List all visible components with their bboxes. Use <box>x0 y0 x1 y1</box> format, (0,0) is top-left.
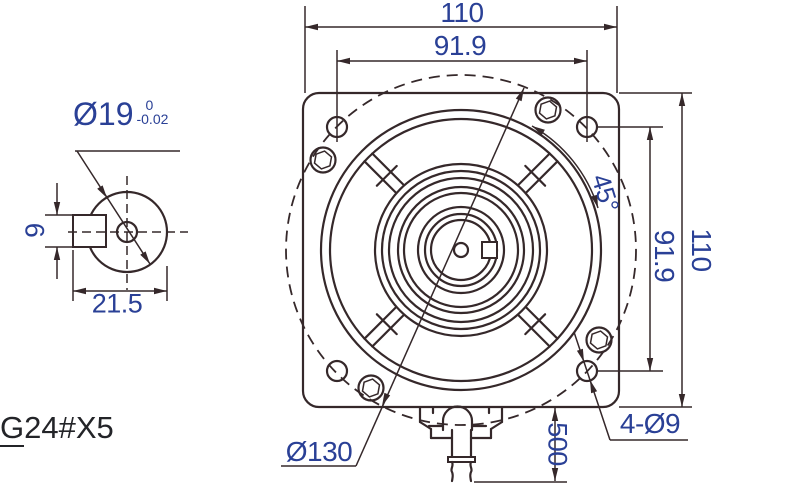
dim-flat-width: 21.5 <box>91 288 143 319</box>
dim-cable-length: 500 <box>542 422 573 466</box>
flange-outline <box>301 91 621 409</box>
bolt-circle-dashed <box>285 74 637 426</box>
dim-shaft-diameter: Ø19 0 -0.02 <box>73 98 168 130</box>
tolerance-upper: 0 <box>145 97 154 113</box>
fan-guard-spokes <box>363 152 559 348</box>
cable-gland <box>418 405 504 483</box>
part-number-prefix: G <box>0 410 25 447</box>
tolerance-lower: -0.02 <box>136 111 169 127</box>
part-number-label: G24#X5 <box>0 410 114 447</box>
dim-key-width: 6 <box>19 222 50 238</box>
dim-hole-span-right: 91.9 <box>649 229 680 283</box>
hex-screws <box>309 96 613 402</box>
dim-mount-holes: 4-Ø9 <box>619 408 681 439</box>
key-section <box>72 214 107 248</box>
dim-bolt-circle: Ø130 <box>285 436 353 467</box>
fan-cover-circles <box>319 108 603 392</box>
dim-hole-span-top: 91.9 <box>433 30 487 61</box>
keyway-slot <box>481 241 498 259</box>
shaft-diameter-tolerance: 0 -0.02 <box>136 98 168 126</box>
shaft-detail-view <box>45 150 188 301</box>
dim-height-right: 110 <box>686 228 717 272</box>
dim-width-top: 110 <box>440 0 484 28</box>
part-number-rest: 24#X5 <box>24 410 114 445</box>
shaft-diameter-value: Ø19 <box>73 96 134 132</box>
dimension-lines <box>281 6 692 483</box>
